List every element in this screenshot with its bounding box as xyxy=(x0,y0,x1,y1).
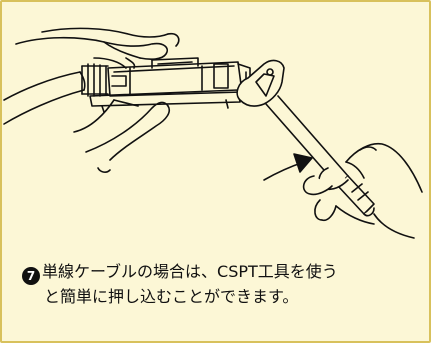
cable-icon xyxy=(3,71,86,125)
caption-line-2: と簡単に押し込むことができます。 xyxy=(44,287,299,306)
left-hand-icon xyxy=(15,27,180,173)
curved-arrow-icon xyxy=(263,153,313,181)
connector-insertion-illustration xyxy=(3,27,423,239)
connector-plug-icon xyxy=(81,57,251,113)
cspt-tool-icon xyxy=(236,59,375,217)
right-hand-icon xyxy=(302,142,423,239)
step-number-badge: 7 xyxy=(22,267,40,285)
caption-text-1: 単線ケーブルの場合は、CSPT工具を使う xyxy=(42,262,338,281)
